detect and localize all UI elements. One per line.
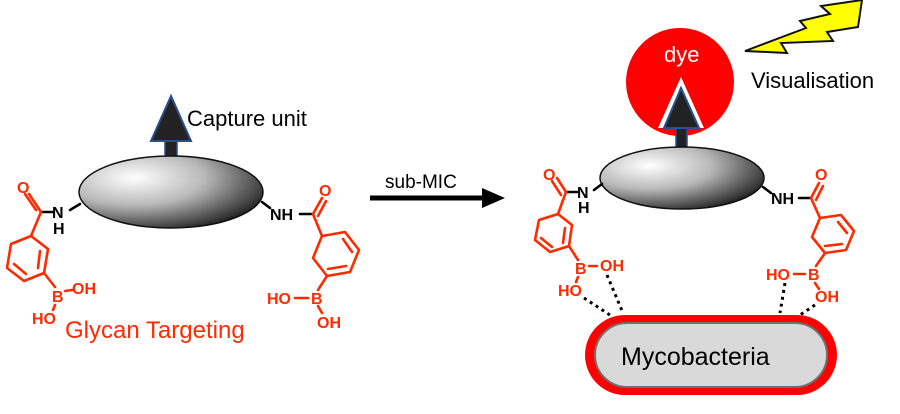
carbonyl-o: O bbox=[17, 180, 29, 197]
hydroxyl: OH bbox=[72, 281, 96, 298]
hydroxyl: OH bbox=[815, 289, 839, 306]
glycan-targeting-label: Glycan Targeting bbox=[65, 317, 245, 344]
mycobacteria-label: Mycobacteria bbox=[621, 343, 770, 371]
hydroxyl: HO bbox=[558, 283, 582, 300]
capture-unit-label: Capture unit bbox=[187, 106, 307, 131]
right-panel: dye Visualisation N H O B OH HO bbox=[533, 0, 874, 395]
boron: B bbox=[575, 261, 587, 278]
boron: B bbox=[808, 267, 820, 284]
carbonyl-o: O bbox=[319, 183, 331, 200]
boron: B bbox=[311, 291, 323, 308]
capture-unit-arrow-icon bbox=[662, 85, 701, 149]
reaction-arrow: sub-MIC bbox=[370, 172, 505, 208]
hydroxyl: OH bbox=[600, 258, 624, 275]
dye-label: dye bbox=[664, 42, 699, 67]
hydroxyl: HO bbox=[766, 267, 790, 284]
scaffold-oval bbox=[599, 146, 765, 210]
amide-h: H bbox=[53, 221, 65, 238]
right-boronic-acid-group: NH O B HO OH bbox=[260, 183, 361, 332]
mycobacteria-cell bbox=[585, 315, 837, 395]
lightning-bolt-icon bbox=[744, 0, 864, 55]
interaction-dotted-lines bbox=[583, 274, 816, 317]
amide-n: N bbox=[52, 205, 64, 222]
left-panel: Capture unit N H O B OH HO NH bbox=[5, 93, 361, 344]
carbonyl-o: O bbox=[815, 167, 827, 184]
arrow-head-icon bbox=[482, 188, 505, 208]
hydroxyl: HO bbox=[267, 291, 291, 308]
amide-nh: NH bbox=[771, 191, 794, 208]
hydroxyl: OH bbox=[317, 315, 341, 332]
boron: B bbox=[52, 289, 64, 306]
left-boronic-acid-group: N H O B OH HO bbox=[533, 167, 624, 300]
hydroxyl: HO bbox=[32, 311, 56, 328]
carbonyl-o: O bbox=[543, 167, 555, 184]
right-boronic-acid-group: NH O B HO OH bbox=[761, 167, 856, 306]
amide-nh: NH bbox=[270, 207, 293, 224]
amide-n: N bbox=[577, 185, 589, 202]
scaffold-oval bbox=[78, 155, 264, 229]
amide-h: H bbox=[578, 200, 590, 217]
left-boronic-acid-group: N H O B OH HO bbox=[5, 180, 96, 328]
sub-mic-label: sub-MIC bbox=[385, 172, 457, 193]
visualisation-label: Visualisation bbox=[751, 68, 874, 93]
